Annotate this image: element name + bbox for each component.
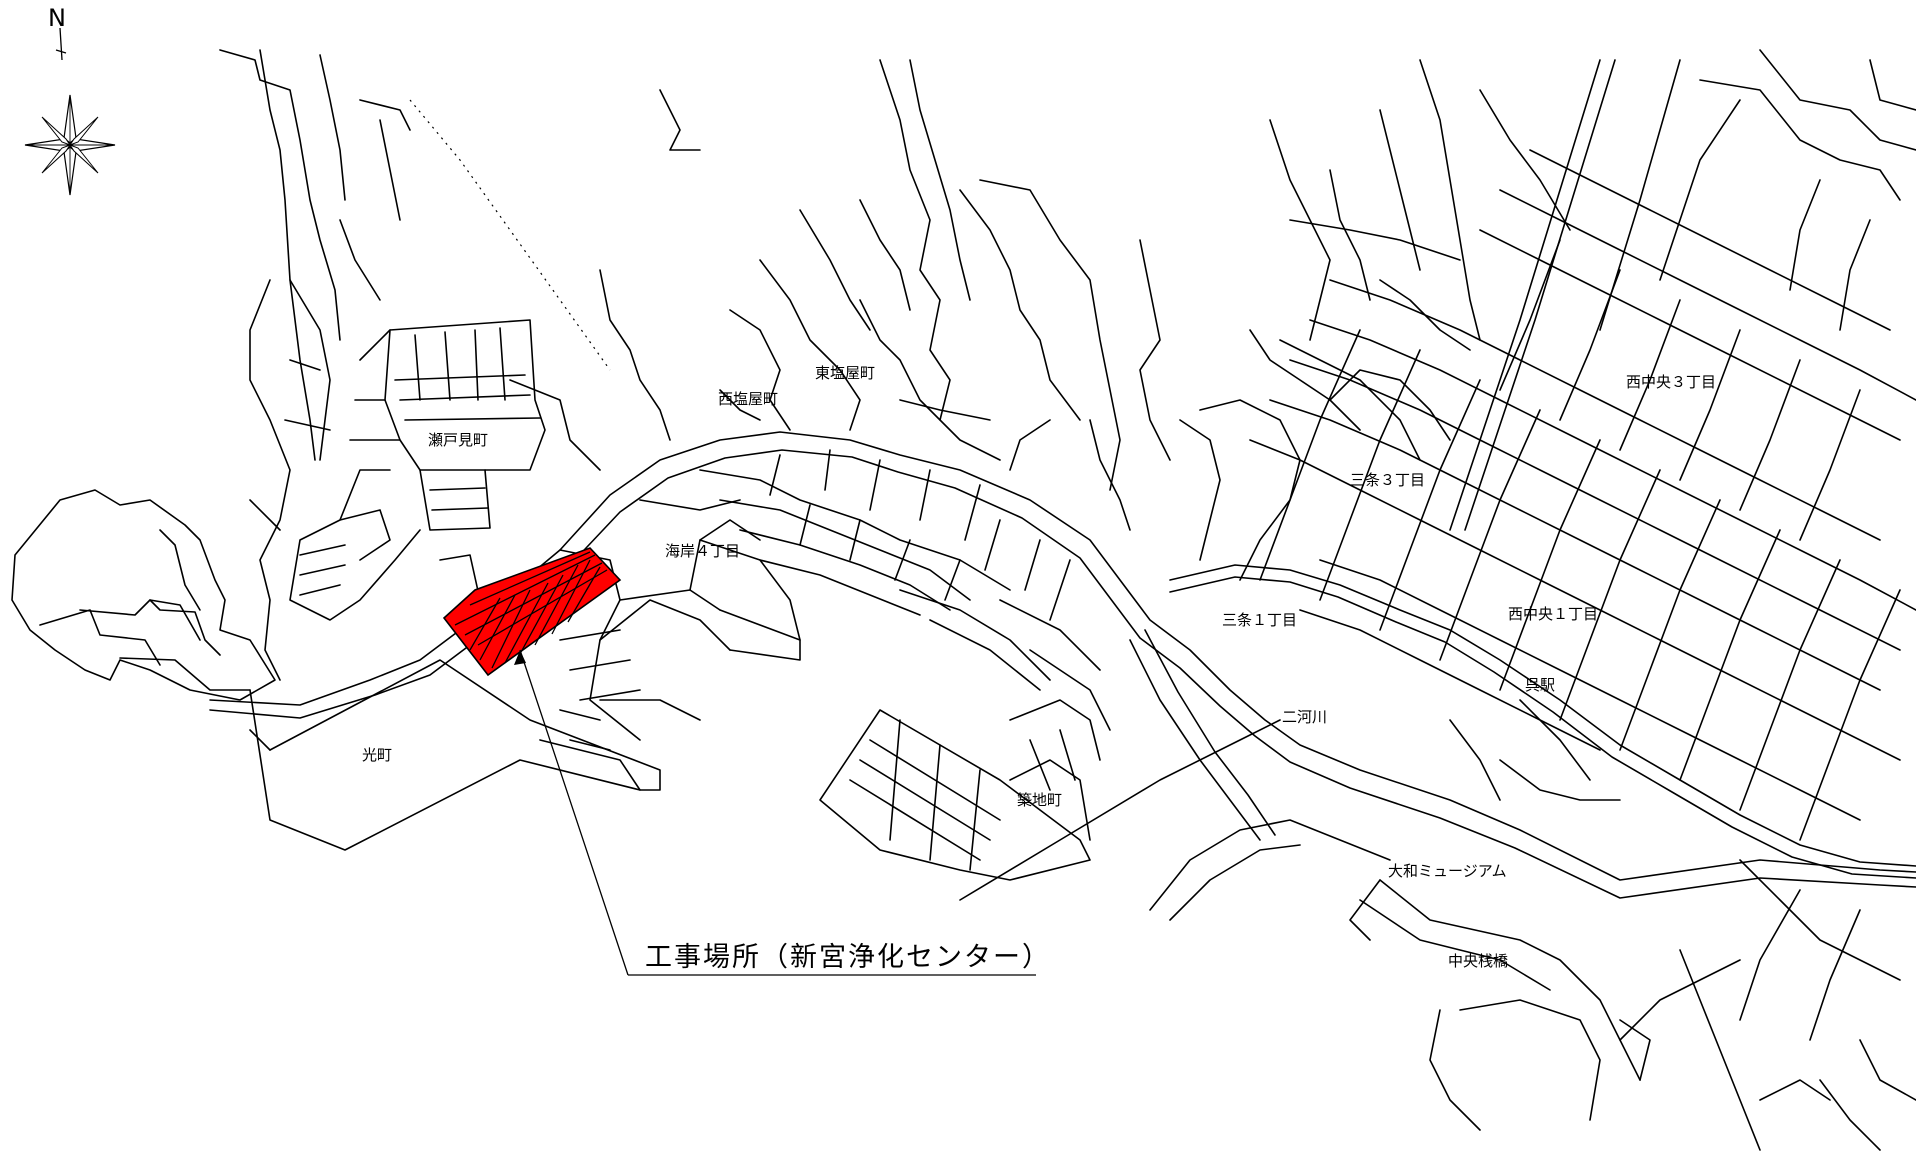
label-sanjo-3-chome: 三条３丁目	[1350, 471, 1425, 489]
label-nishi-shioya-cho: 西塩屋町	[718, 390, 778, 408]
east-city-grid	[1249, 49, 1916, 841]
label-higashi-shioya-cho: 東塩屋町	[815, 364, 875, 382]
west-hill-roads	[219, 49, 601, 681]
dotted-boundary	[409, 99, 611, 371]
north-label: N	[48, 4, 66, 32]
callout-construction-site-label: 工事場所（新宮浄化センター）	[645, 942, 1051, 973]
label-tsukiji-cho: 築地町	[1017, 791, 1062, 809]
central-coastal-blocks	[699, 449, 1111, 731]
label-nikougawa: 二河川	[1282, 708, 1327, 726]
railway-line	[1169, 59, 1916, 879]
construction-site-area	[442, 547, 622, 677]
label-kure-station: 呉駅	[1525, 676, 1555, 694]
label-sanjo-1-chome: 三条１丁目	[1222, 611, 1297, 629]
nikou-river	[1129, 629, 1391, 921]
sanjo-hill-roads	[1179, 59, 1571, 581]
label-nishi-chuo-3-chome: 西中央３丁目	[1626, 373, 1716, 391]
hikari-cho-landfill	[249, 659, 661, 851]
label-hikari-cho: 光町	[362, 746, 392, 764]
setomi-cho-blocks	[289, 319, 546, 621]
southeast-port-area	[1349, 699, 1916, 1151]
callout-leader	[514, 649, 1036, 976]
tsukiji-cho-piers	[819, 699, 1281, 901]
label-kaigan-4-chome: 海岸４丁目	[665, 542, 740, 560]
label-setomi-cho: 瀬戸見町	[428, 431, 488, 449]
label-nishi-chuo-1-chome: 西中央１丁目	[1508, 605, 1598, 623]
compass-rose-icon	[24, 27, 116, 196]
coastline	[11, 489, 276, 701]
shioya-hill-roads	[599, 59, 1171, 531]
label-chuo-pier: 中央桟橋	[1448, 952, 1508, 970]
label-yamato-museum: 大和ミュージアム	[1388, 862, 1507, 880]
